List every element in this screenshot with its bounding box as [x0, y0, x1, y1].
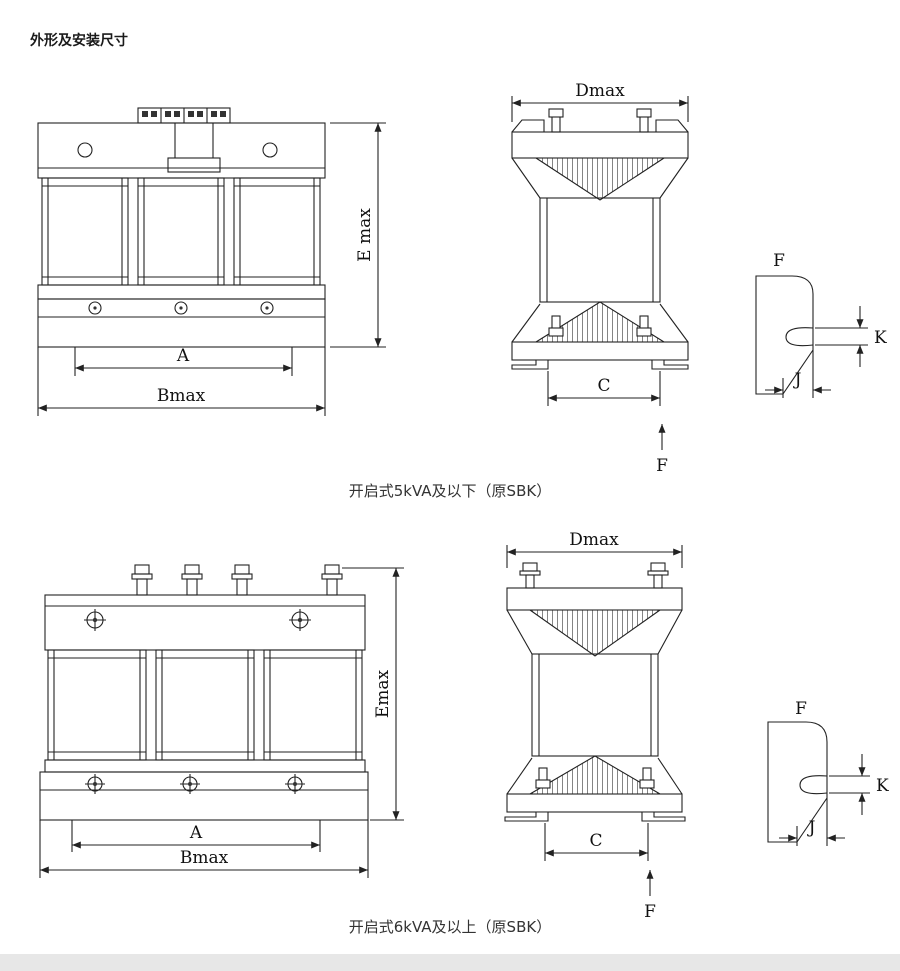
- dim-label-j-1: J: [793, 370, 802, 390]
- dim-label-c-2: C: [589, 831, 602, 851]
- dim-j-6kva: J: [779, 798, 845, 846]
- detail-view-5kva: F: [755, 251, 814, 395]
- dim-label-fside-1: F: [656, 456, 668, 476]
- dim-label-dmax-1: Dmax: [575, 81, 625, 101]
- dim-label-j-2: J: [807, 818, 816, 838]
- dim-k-5kva: K: [815, 306, 887, 367]
- side-view-5kva: Dmax: [511, 81, 689, 370]
- dim-j-5kva: J: [765, 350, 831, 398]
- dim-emax-5kva: E max: [330, 122, 386, 348]
- figure1-caption: 开启式5kVA及以下（原SBK）: [348, 482, 552, 500]
- detail-view-6kva: F: [767, 699, 828, 843]
- side-view-6kva: Dmax: [504, 530, 686, 822]
- dim-bmax-6kva: Bmax: [39, 820, 369, 878]
- dim-c-5kva: C: [547, 371, 661, 406]
- dim-f-side-5kva: F: [656, 423, 668, 476]
- page-title: 外形及安装尺寸: [30, 33, 128, 49]
- figure2-caption: 开启式6kVA及以上（原SBK）: [348, 918, 552, 936]
- dim-label-fdetail-1: F: [773, 251, 785, 271]
- dim-k-6kva: K: [829, 754, 889, 815]
- dim-emax-6kva: Emax: [342, 567, 404, 821]
- dim-label-c-1: C: [597, 376, 610, 396]
- dim-label-fdetail-2: F: [795, 699, 807, 719]
- bottom-strip: [0, 954, 900, 971]
- front-view-5kva: [37, 107, 326, 348]
- figure-6kva-drawing: A Bmax Emax: [39, 530, 889, 922]
- dim-label-bmax-2: Bmax: [180, 848, 229, 868]
- front-view-6kva: [39, 564, 369, 821]
- dim-label-a-2: A: [189, 823, 203, 843]
- dim-label-fside-2: F: [644, 902, 656, 922]
- dim-label-emax-2: Emax: [373, 669, 393, 718]
- dim-label-bmax-1: Bmax: [157, 386, 206, 406]
- dim-c-6kva: C: [544, 823, 649, 861]
- dim-label-dmax-2: Dmax: [569, 530, 619, 550]
- figure-5kva-drawing: A Bmax E max: [37, 81, 887, 476]
- dim-bmax-5kva: Bmax: [37, 347, 326, 416]
- dim-a-6kva: A: [71, 820, 321, 852]
- dim-f-side-6kva: F: [644, 870, 656, 922]
- dim-label-k-1: K: [874, 328, 887, 348]
- dim-a-5kva: A: [74, 346, 293, 376]
- dim-label-emax-1: E max: [355, 208, 375, 262]
- dim-label-a-1: A: [176, 346, 190, 366]
- dim-label-k-2: K: [876, 776, 889, 796]
